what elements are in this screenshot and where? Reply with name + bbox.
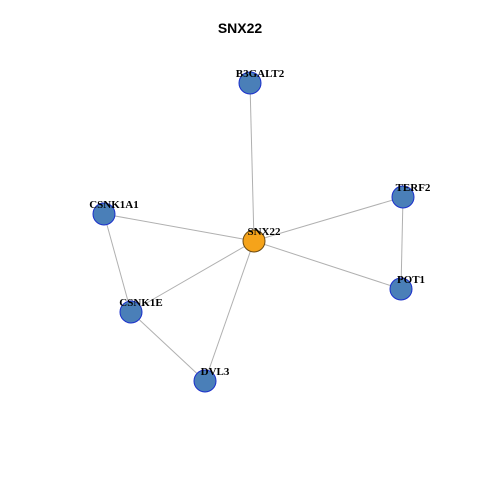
node-label: B3GALT2 [236,68,285,80]
node-dvl3[interactable]: DVL3 [193,366,230,393]
node-circle [242,229,266,253]
edge-snx22-pot1 [253,240,402,290]
node-circle [92,202,116,226]
node-circle [193,369,217,393]
edge-csnk1a1-csnk1e [103,213,132,313]
node-label: SNX22 [247,226,281,238]
node-label: TERF2 [396,182,431,194]
edge-snx22-dvl3 [204,240,255,382]
node-label: DVL3 [201,366,230,378]
edge-csnk1e-dvl3 [130,311,206,382]
node-terf2[interactable]: TERF2 [391,182,431,209]
edge-snx22-terf2 [253,196,404,242]
node-circle [389,277,413,301]
diagram-title: SNX22 [217,20,263,36]
node-label: POT1 [397,274,425,286]
node-csnk1a1[interactable]: CSNK1A1 [89,199,139,226]
node-snx22[interactable]: SNX22 [242,226,281,253]
node-pot1[interactable]: POT1 [389,274,425,301]
edge-snx22-csnk1e [130,240,255,313]
edge-layer [103,82,404,382]
node-csnk1e[interactable]: CSNK1E [119,297,163,324]
edge-terf2-pot1 [400,196,404,290]
edge-snx22-csnk1a1 [103,213,255,242]
node-circle [391,185,415,209]
edge-snx22-b3galt2 [249,82,255,242]
node-circle [238,71,262,95]
node-circle [119,300,143,324]
node-label: CSNK1E [119,297,162,309]
node-label: CSNK1A1 [89,199,139,211]
node-b3galt2[interactable]: B3GALT2 [236,68,285,95]
